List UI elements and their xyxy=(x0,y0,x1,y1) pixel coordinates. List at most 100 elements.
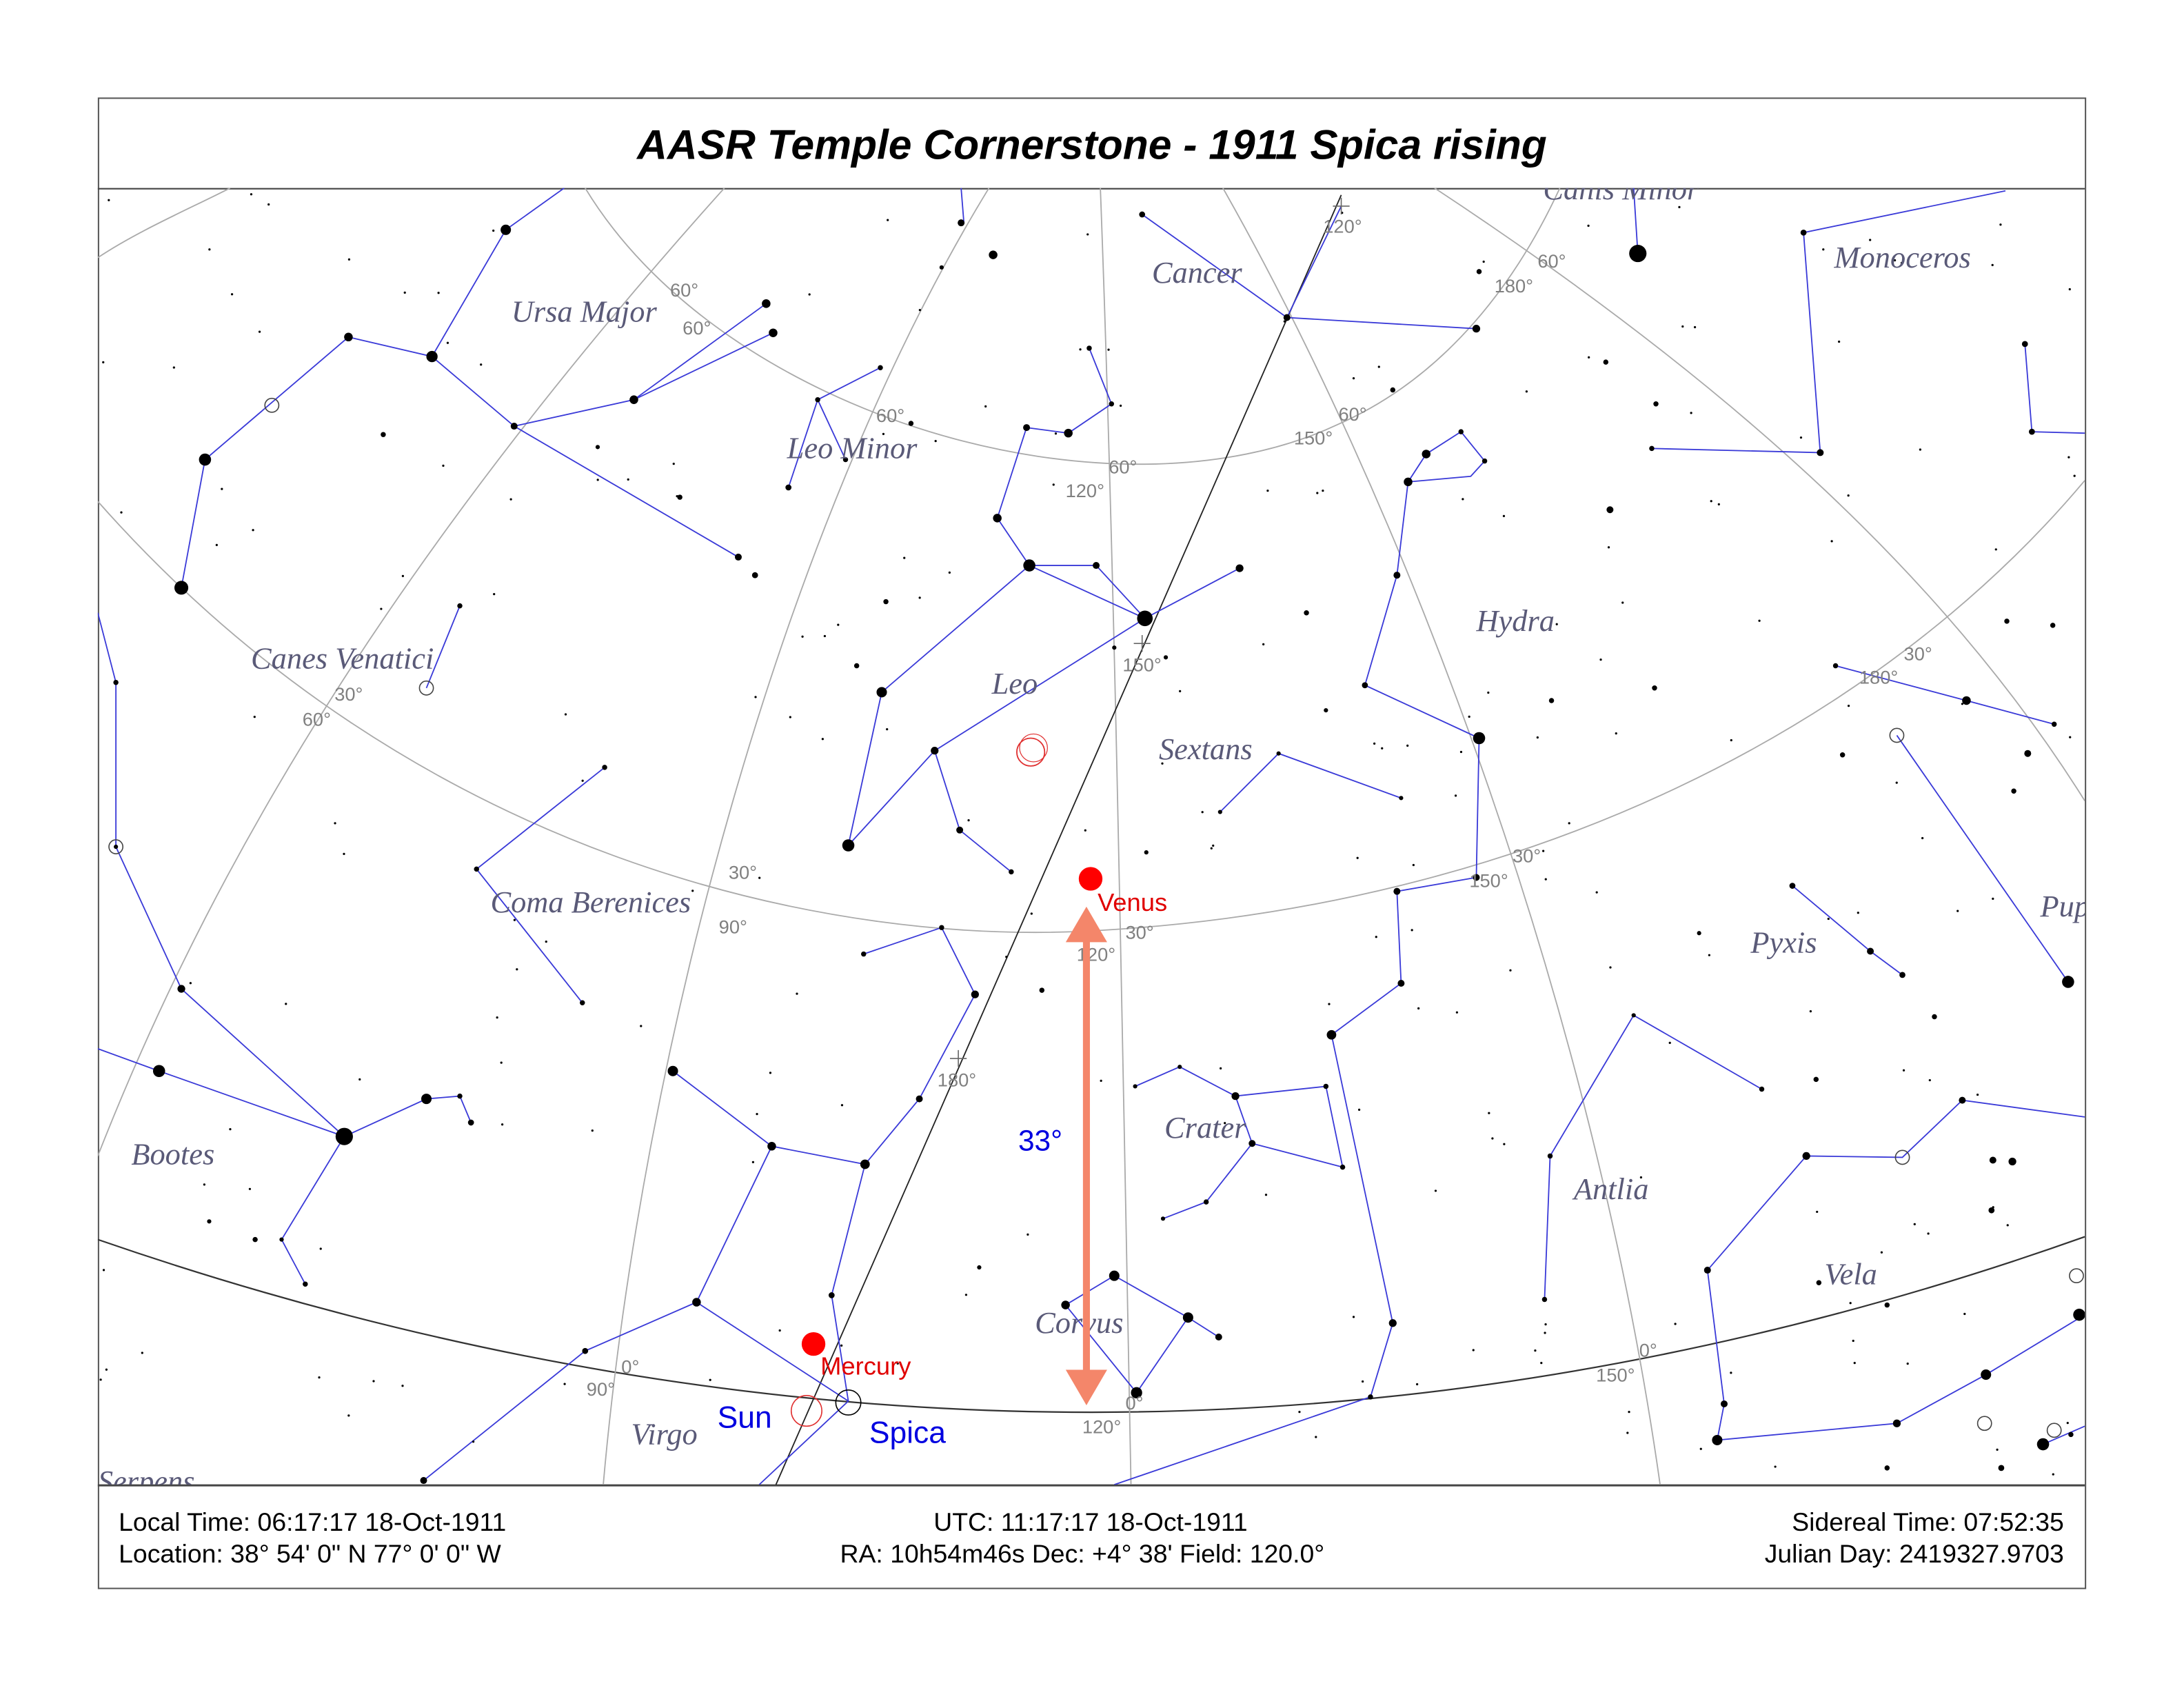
grid-tick-icon xyxy=(1133,635,1151,652)
faint-star xyxy=(1628,1411,1630,1414)
faint-star xyxy=(1488,1112,1490,1114)
star xyxy=(595,445,600,450)
constellation-line xyxy=(1651,190,2006,454)
star xyxy=(1720,1400,1728,1407)
star xyxy=(474,866,479,872)
faint-star xyxy=(1921,836,1924,840)
deep-sky-object-icon xyxy=(108,839,124,854)
star xyxy=(1959,1096,1966,1104)
faint-star xyxy=(837,623,840,626)
faint-star xyxy=(1900,261,1903,264)
footer: Local Time: 06:17:17 18-Oct-1911 Locatio… xyxy=(119,1507,2064,1568)
star xyxy=(1899,972,1905,978)
grid-degree-label: 150° xyxy=(1294,427,1333,448)
moon-icon[interactable] xyxy=(1016,737,1046,767)
faint-star xyxy=(285,1003,287,1005)
grid-labels: 60°60°60°120°180°60°60°150°60°120°150°30… xyxy=(303,197,1932,1437)
faint-star xyxy=(516,968,518,971)
faint-star xyxy=(1084,829,1086,832)
faint-star xyxy=(796,992,798,995)
star xyxy=(1163,655,1169,660)
faint-star xyxy=(758,876,761,879)
star xyxy=(1998,1465,2005,1471)
star xyxy=(344,332,353,342)
grid-degree-label: 120° xyxy=(1066,480,1104,501)
star xyxy=(2036,1438,2050,1451)
star xyxy=(1283,314,1291,321)
star xyxy=(457,1093,463,1099)
star xyxy=(1652,685,1657,691)
constellation-label: Puppis xyxy=(2039,889,2125,923)
sky-map[interactable]: 60°60°60°120°180°60°60°150°60°120°150°30… xyxy=(97,172,2125,1498)
star xyxy=(1962,696,1971,705)
star xyxy=(1324,707,1328,713)
star xyxy=(1606,506,1614,514)
grid-degree-label: 120° xyxy=(1082,1416,1121,1437)
constellation-label: Bootes xyxy=(131,1137,214,1172)
star xyxy=(1139,211,1146,218)
grid-tick-icon xyxy=(1333,197,1350,215)
ra-dec-field: RA: 10h54m46s Dec: +4° 38' Field: 120.0° xyxy=(840,1539,1325,1568)
faint-star xyxy=(319,1247,322,1250)
star xyxy=(1109,1270,1120,1281)
faint-star xyxy=(1847,494,1850,497)
faint-star xyxy=(99,1378,102,1381)
star xyxy=(1009,869,1014,875)
spica-marker[interactable] xyxy=(835,1389,862,1416)
faint-star xyxy=(1406,744,1409,747)
constellation-line xyxy=(1114,738,1480,1485)
faint-star xyxy=(563,1383,566,1385)
star xyxy=(1802,1152,1810,1160)
faint-star xyxy=(1086,233,1089,236)
faint-star xyxy=(1976,1093,1979,1096)
faint-star xyxy=(1708,954,1710,956)
faint-star xyxy=(1626,1431,1629,1434)
star xyxy=(1109,401,1115,407)
constellation-label: Leo xyxy=(991,666,1038,701)
star xyxy=(252,1236,258,1243)
faint-star xyxy=(1502,514,1506,517)
faint-star xyxy=(751,1160,754,1163)
faint-star xyxy=(267,203,270,206)
faint-star xyxy=(1224,1122,1226,1125)
star xyxy=(1304,610,1309,616)
faint-star xyxy=(672,462,675,465)
faint-star xyxy=(1774,1465,1777,1468)
mercury-marker[interactable] xyxy=(801,1332,826,1356)
spica-label: Spica xyxy=(869,1416,946,1450)
faint-star xyxy=(1100,1079,1102,1082)
faint-star xyxy=(102,1269,105,1272)
star xyxy=(1603,359,1609,365)
star xyxy=(1813,1076,1819,1083)
constellation-label: Vela xyxy=(1824,1256,1877,1291)
faint-star xyxy=(1961,703,1963,705)
faint-star xyxy=(808,293,811,296)
venus-marker[interactable] xyxy=(1078,867,1103,891)
star xyxy=(1235,564,1244,572)
faint-star xyxy=(1857,912,1859,914)
faint-star xyxy=(1544,1323,1547,1326)
star xyxy=(629,395,638,404)
constellation-label: Canes Venatici xyxy=(251,641,434,676)
star xyxy=(993,514,1002,523)
faint-star xyxy=(1201,811,1204,814)
star xyxy=(908,421,914,426)
star xyxy=(2024,750,2032,757)
star xyxy=(931,747,939,755)
star xyxy=(958,219,965,227)
star xyxy=(2021,341,2028,348)
star xyxy=(1276,751,1281,756)
faint-star xyxy=(1880,1251,1883,1254)
faint-star xyxy=(1462,498,1464,501)
julian-day: Julian Day: 2419327.9703 xyxy=(1765,1539,2064,1568)
star xyxy=(501,224,512,235)
faint-star xyxy=(1927,1232,1930,1235)
grid-line-horizon xyxy=(97,1236,2085,1414)
faint-star xyxy=(1799,436,1803,439)
constellation-label: Pyxis xyxy=(1750,925,1817,960)
star xyxy=(769,328,778,337)
local-time: Local Time: 06:17:17 18-Oct-1911 xyxy=(119,1507,506,1536)
sun-marker[interactable] xyxy=(790,1395,822,1427)
star xyxy=(692,1298,701,1307)
faint-star xyxy=(1809,1009,1812,1013)
